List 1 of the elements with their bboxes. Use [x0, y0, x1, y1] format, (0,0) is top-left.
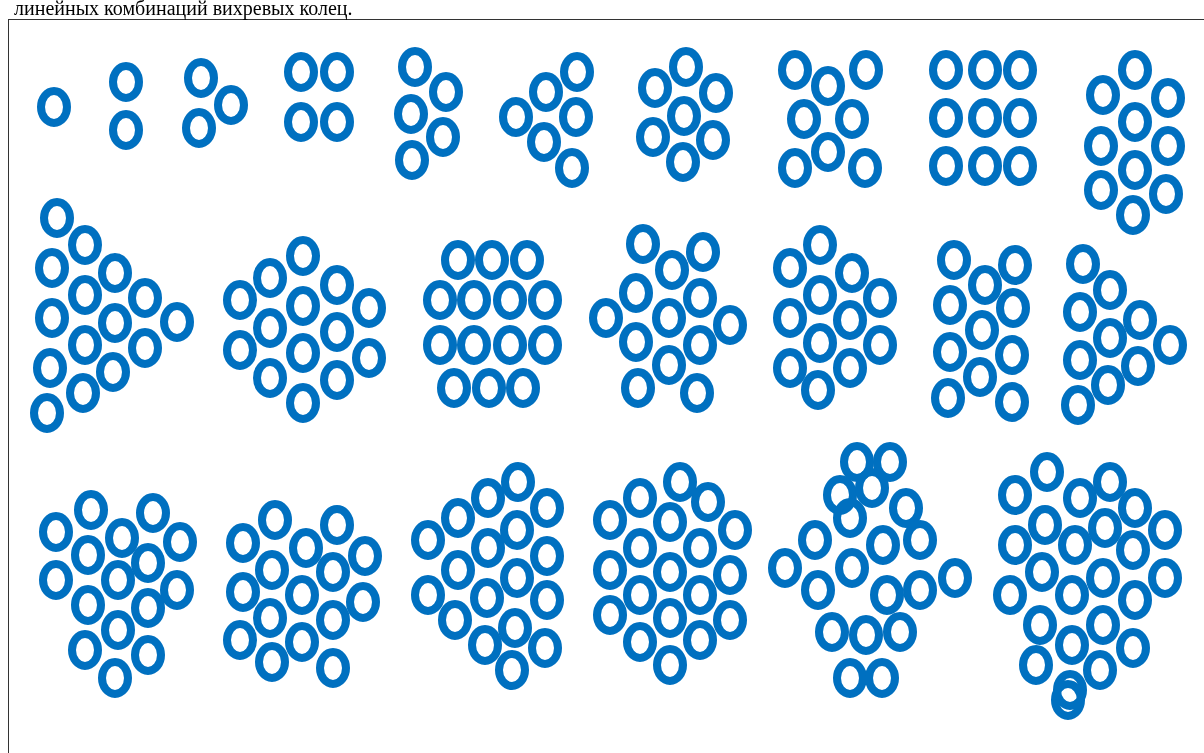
caption: линейных комбинаций вихревых колец.: [14, 0, 353, 18]
